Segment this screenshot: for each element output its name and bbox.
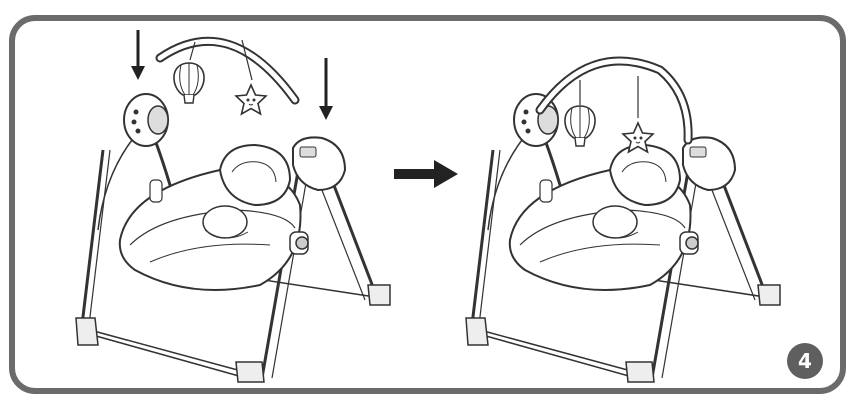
down-arrow-icon <box>131 30 145 80</box>
balloon-toy-icon <box>173 62 205 104</box>
swing-chair-icon <box>74 92 392 384</box>
down-arrow-icon <box>319 58 333 120</box>
star-toy-icon <box>235 84 267 115</box>
swing-after-panel <box>464 56 782 384</box>
step-number-badge: 4 <box>787 343 823 379</box>
toy-bar-icon <box>155 36 300 115</box>
step-number: 4 <box>798 349 812 373</box>
right-arrow-icon <box>394 160 458 188</box>
toy-bar-icon <box>535 56 693 153</box>
swing-before-panel <box>74 30 392 384</box>
balloon-toy-icon <box>564 105 596 147</box>
swing-chair-icon <box>464 92 782 384</box>
